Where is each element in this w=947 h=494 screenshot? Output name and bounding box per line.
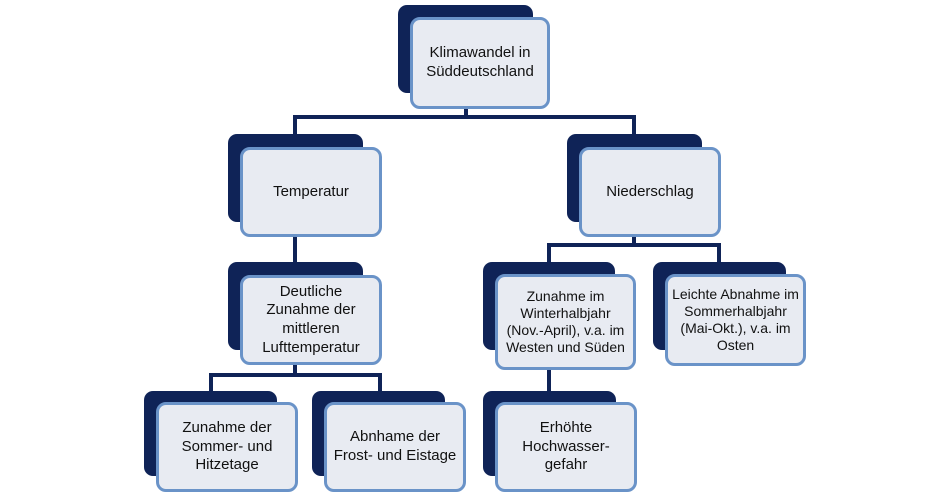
node-temperatur: Temperatur <box>228 134 384 238</box>
node-root: Klimawandel in Süddeutschland <box>398 5 550 109</box>
node-hochwasser: Erhöhte Hochwasser-gefahr <box>483 391 638 492</box>
node-frosttage-label: Abnhame der Frost- und Eistage <box>324 402 466 492</box>
node-hitzetage-label: Zunahme der Sommer- und Hitzetage <box>156 402 298 492</box>
node-hitzetage: Zunahme der Sommer- und Hitzetage <box>144 391 299 492</box>
node-sommerhalbjahr: Leichte Abnahme im Sommerhalbjahr (Mai-O… <box>653 262 807 366</box>
node-lufttemperatur: Deutliche Zunahme der mittleren Lufttemp… <box>228 262 384 366</box>
node-niederschlag-label: Niederschlag <box>579 147 721 237</box>
node-root-label: Klimawandel in Süddeutschland <box>410 17 550 109</box>
node-sommerhalbjahr-label: Leichte Abnahme im Sommerhalbjahr (Mai-O… <box>665 274 806 366</box>
node-temperatur-label: Temperatur <box>240 147 382 237</box>
node-lufttemperatur-label: Deutliche Zunahme der mittleren Lufttemp… <box>240 275 382 365</box>
node-hochwasser-label: Erhöhte Hochwasser-gefahr <box>495 402 637 492</box>
node-winterhalbjahr: Zunahme im Winterhalbjahr (Nov.-April), … <box>483 262 638 370</box>
node-winterhalbjahr-label: Zunahme im Winterhalbjahr (Nov.-April), … <box>495 274 636 370</box>
node-niederschlag: Niederschlag <box>567 134 723 238</box>
node-frosttage: Abnhame der Frost- und Eistage <box>312 391 467 492</box>
